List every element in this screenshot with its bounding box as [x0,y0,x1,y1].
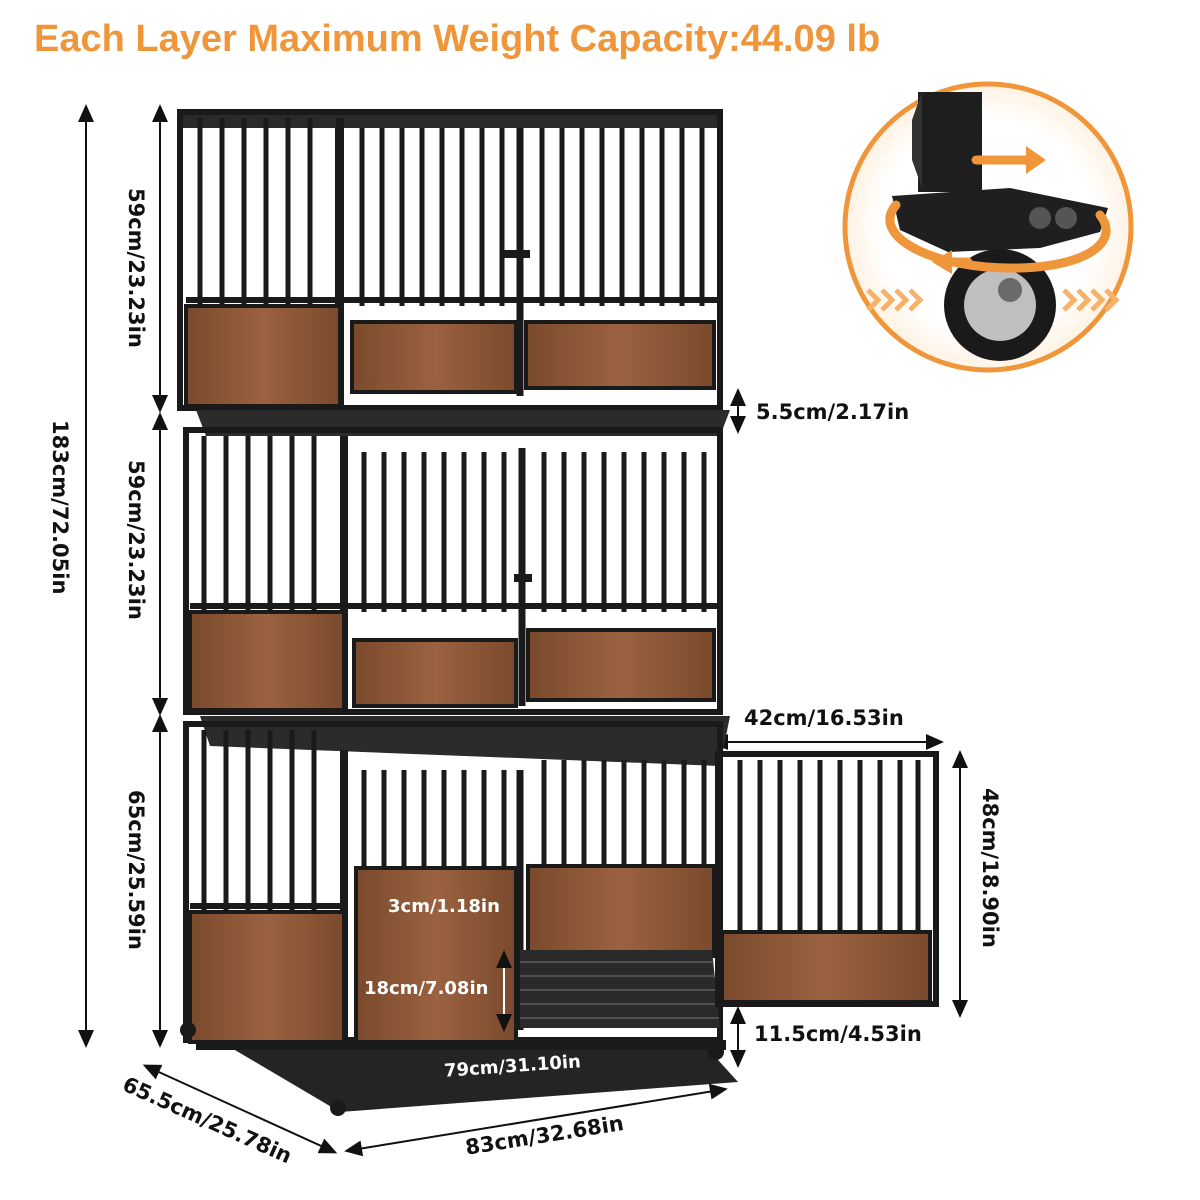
panel-height-label: 18cm/7.08in [364,978,489,999]
headline: Each Layer Maximum Weight Capacity:44.09… [34,18,881,60]
top-layer-height-label: 59cm/23.23in [124,188,148,348]
width-arrow [344,1083,728,1157]
middle-layer-height-label: 59cm/23.23in [124,460,148,620]
dimension-lines [78,104,968,1157]
depth-arrow [142,1064,338,1154]
cage-layer-bottom [180,721,738,1116]
ground-clearance-label: 11.5cm/4.53in [754,1022,922,1046]
tray-gap-label: 3cm/1.18in [388,896,500,917]
chevron-arrows-icon [866,288,1120,312]
rotation-arrow-icon [885,155,1111,273]
cage [177,109,939,1116]
cage-layer-top [177,109,723,411]
door-width-label: 42cm/16.53in [744,706,904,730]
layer-gap-label: 5.5cm/2.17in [756,400,910,424]
bottom-layer-height-label: 65cm/25.59in [124,790,148,950]
total-height-label: 183cm/72.05in [48,420,72,595]
open-door [715,751,939,1007]
door-height-label: 48cm/18.90in [978,788,1002,948]
cage-layer-middle [183,427,723,715]
